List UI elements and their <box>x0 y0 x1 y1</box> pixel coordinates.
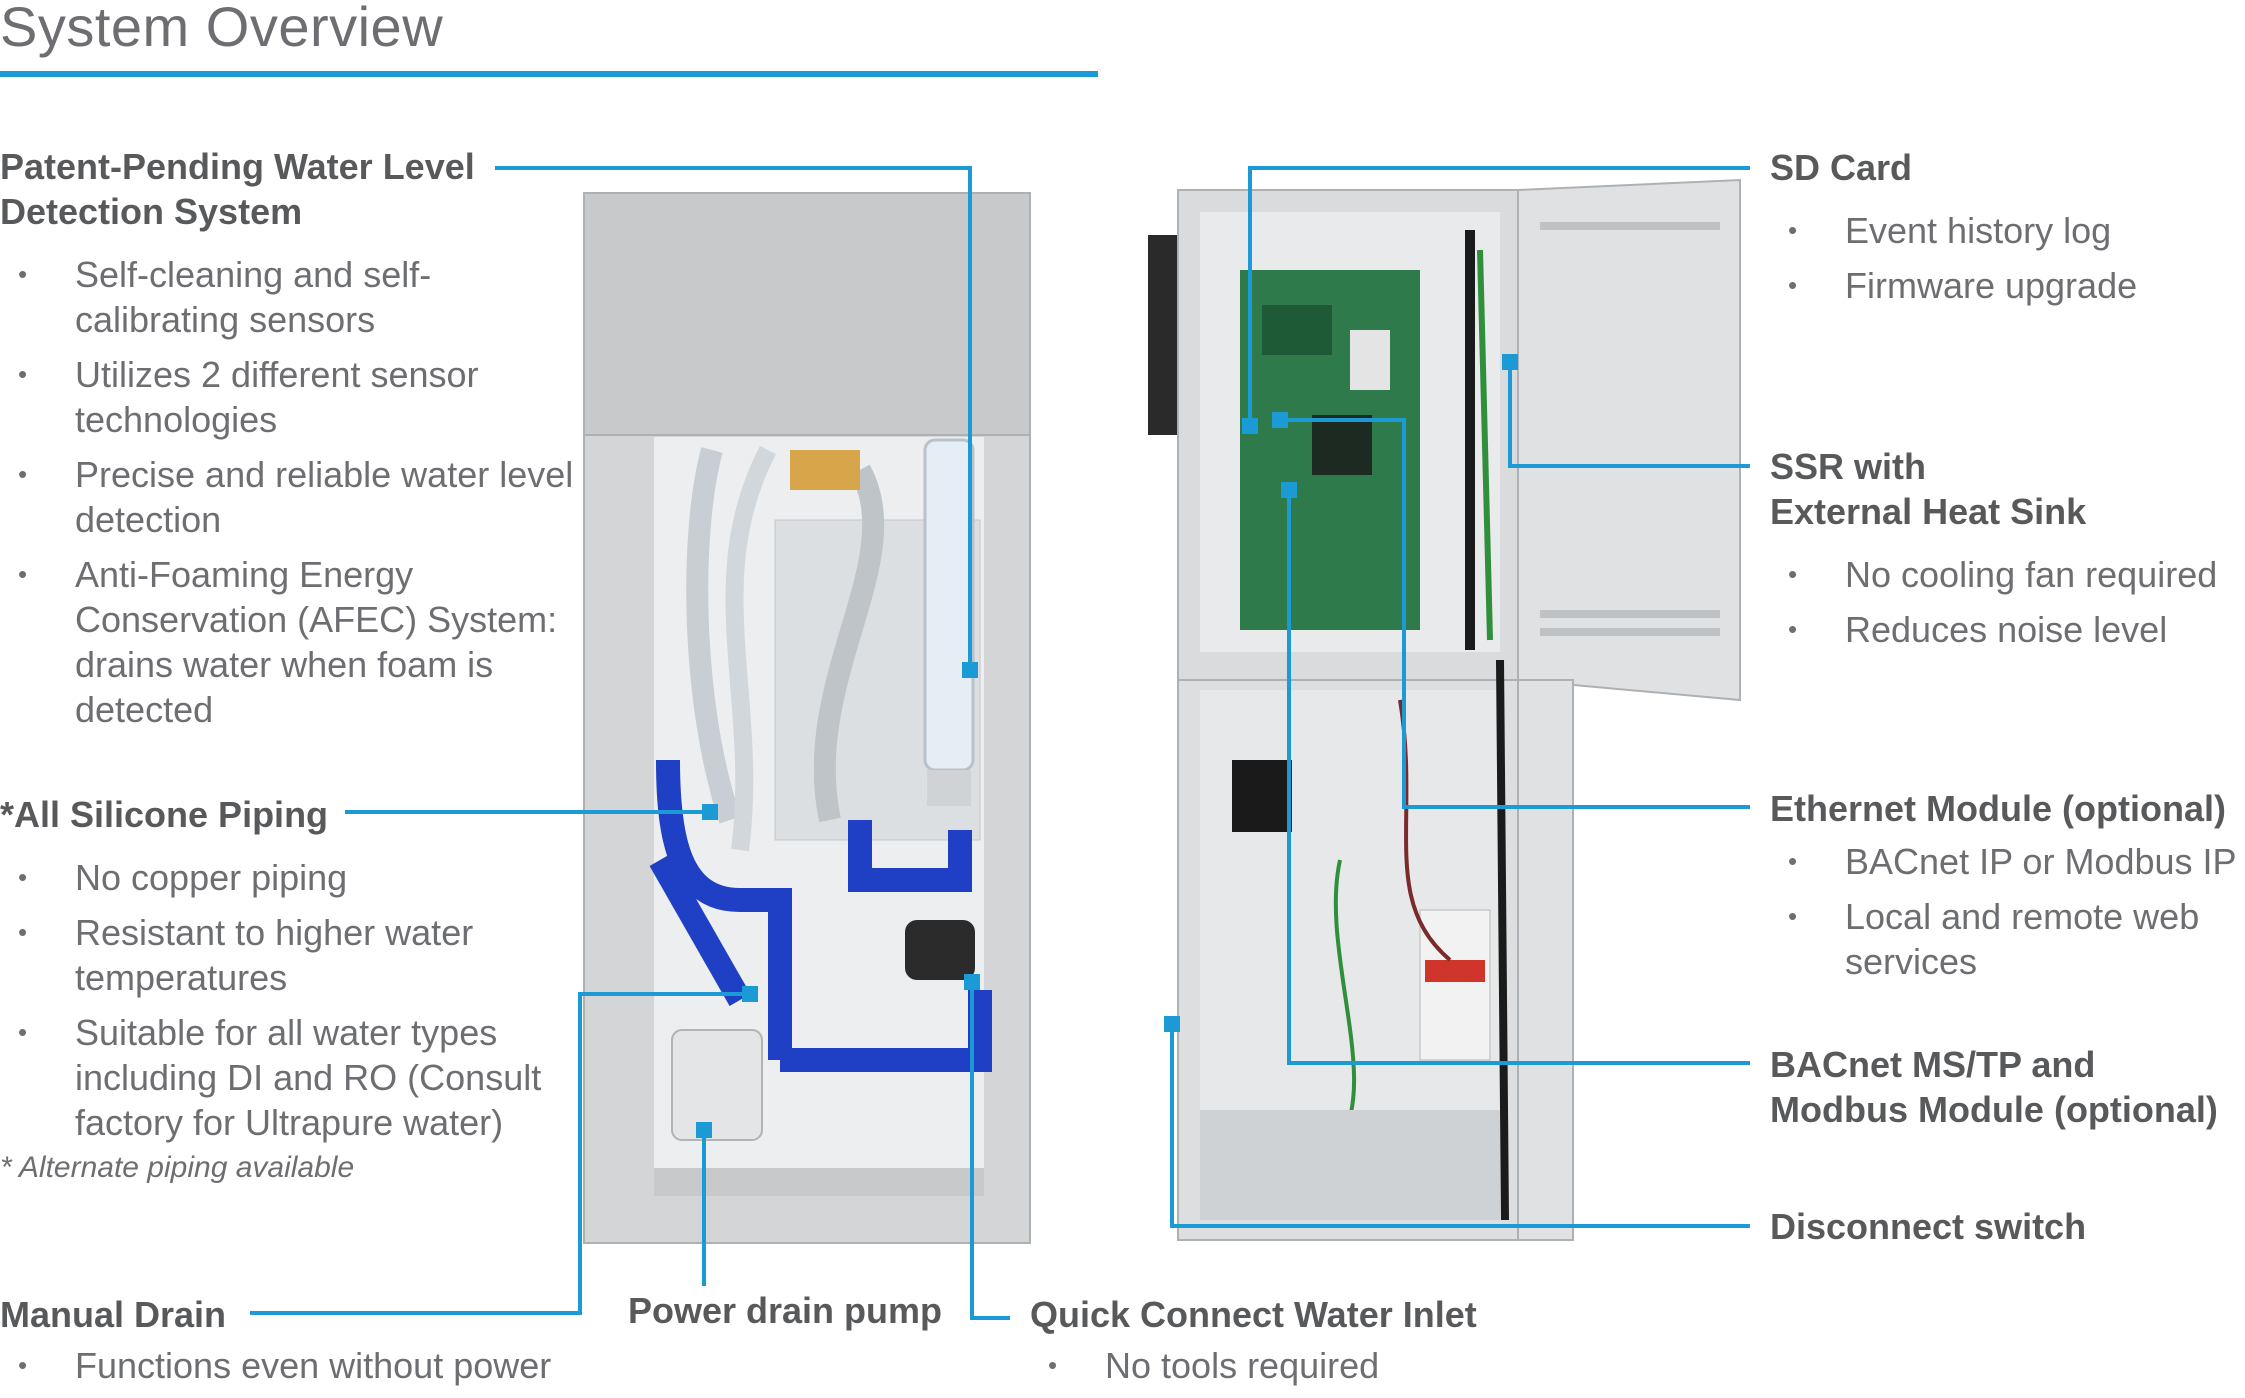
leader-water-level <box>495 166 972 670</box>
page-title: System Overview <box>0 0 444 58</box>
callout-heading: Quick Connect Water Inlet <box>1030 1294 1477 1335</box>
marker-water-level <box>962 662 978 678</box>
marker-manual-drain <box>742 986 758 1002</box>
callout-leaders <box>250 166 1750 1320</box>
leader-sd-card <box>1248 166 1750 426</box>
callout-ssr-heat-sink: SSR with External Heat Sink No cooling f… <box>1770 444 2240 662</box>
right-unit-illustration <box>1148 178 1741 1241</box>
callout-bacnet-modbus-module: BACnet MS/TP and Modbus Module (optional… <box>1770 1042 2240 1132</box>
callout-heading: Manual Drain <box>0 1294 227 1335</box>
list-item: No tools required <box>1030 1343 1550 1388</box>
piping-note: * Alternate piping available <box>0 1151 355 1184</box>
callout-heading: BACnet MS/TP and Modbus Module (optional… <box>1770 1044 2218 1130</box>
callout-water-level-detection: Patent-Pending Water Level Detection Sys… <box>0 144 580 742</box>
left-unit-illustration <box>583 192 1031 1244</box>
callout-markers <box>696 354 1518 1138</box>
marker-ethernet <box>1272 412 1288 428</box>
marker-ssr <box>1502 354 1518 370</box>
leader-quick-connect <box>970 982 1010 1320</box>
callout-disconnect-switch: Disconnect switch <box>1770 1204 2240 1249</box>
list-item: No cooling fan required <box>1770 552 2240 597</box>
leader-bacnet <box>1287 490 1750 1065</box>
callout-heading: Patent-Pending Water Level Detection Sys… <box>0 146 475 232</box>
leader-ssr <box>1508 362 1750 468</box>
list-item: Self-cleaning and self-calibrating senso… <box>0 252 580 342</box>
callout-bullets: Self-cleaning and self-calibrating senso… <box>0 252 580 732</box>
list-item: Reduces noise level <box>1770 607 2240 652</box>
callout-heading: Ethernet Module (optional) <box>1770 788 2226 829</box>
list-item: BACnet IP or Modbus IP <box>1770 839 2240 884</box>
list-item: Functions even without power <box>0 1343 600 1388</box>
leader-ethernet <box>1280 418 1750 809</box>
list-item: Resistant to higher water temperatures <box>0 910 580 1000</box>
marker-silicone-piping <box>702 804 718 820</box>
callout-bullets: No tools required <box>1030 1343 1550 1388</box>
callout-heading: *All Silicone Piping <box>0 794 329 835</box>
list-item: No copper piping <box>0 855 580 900</box>
callout-silicone-piping: *All Silicone Piping No copper piping Re… <box>0 792 580 1185</box>
list-item: Local and remote web services <box>1770 894 2240 984</box>
callout-heading: SD Card <box>1770 147 1913 188</box>
callout-bullets: BACnet IP or Modbus IP Local and remote … <box>1770 839 2240 984</box>
callout-heading: SSR with External Heat Sink <box>1770 446 2087 532</box>
callout-manual-drain: Manual Drain Functions even without powe… <box>0 1292 600 1398</box>
callout-power-drain-pump: Power drain pump <box>628 1290 943 1331</box>
list-item: Firmware upgrade <box>1770 263 2240 308</box>
marker-sd-card <box>1242 418 1258 434</box>
marker-power-drain-pump <box>696 1122 712 1138</box>
list-item: Utilizes 2 different sensor technologies <box>0 352 580 442</box>
callout-bullets: Functions even without power <box>0 1343 600 1388</box>
list-item: Anti-Foaming Energy Conservation (AFEC) … <box>0 552 580 732</box>
list-item: Suitable for all water types including D… <box>0 1010 580 1145</box>
callout-sd-card: SD Card Event history log Firmware upgra… <box>1770 145 2240 318</box>
leader-manual-drain <box>250 992 748 1315</box>
callout-heading: Disconnect switch <box>1770 1206 2087 1247</box>
callout-bullets: No copper piping Resistant to higher wat… <box>0 855 580 1145</box>
marker-bacnet <box>1281 482 1297 498</box>
callout-quick-connect-water-inlet: Quick Connect Water Inlet No tools requi… <box>1030 1292 1550 1398</box>
marker-quick-connect <box>964 974 980 990</box>
callout-ethernet-module: Ethernet Module (optional) BACnet IP or … <box>1770 786 2240 994</box>
list-item: Precise and reliable water level detecti… <box>0 452 580 542</box>
leader-disconnect <box>1170 1024 1750 1228</box>
callout-bullets: Event history log Firmware upgrade <box>1770 208 2240 308</box>
marker-disconnect <box>1164 1016 1180 1032</box>
list-item: Event history log <box>1770 208 2240 253</box>
callout-bullets: No cooling fan required Reduces noise le… <box>1770 552 2240 652</box>
title-underline <box>0 71 1098 77</box>
